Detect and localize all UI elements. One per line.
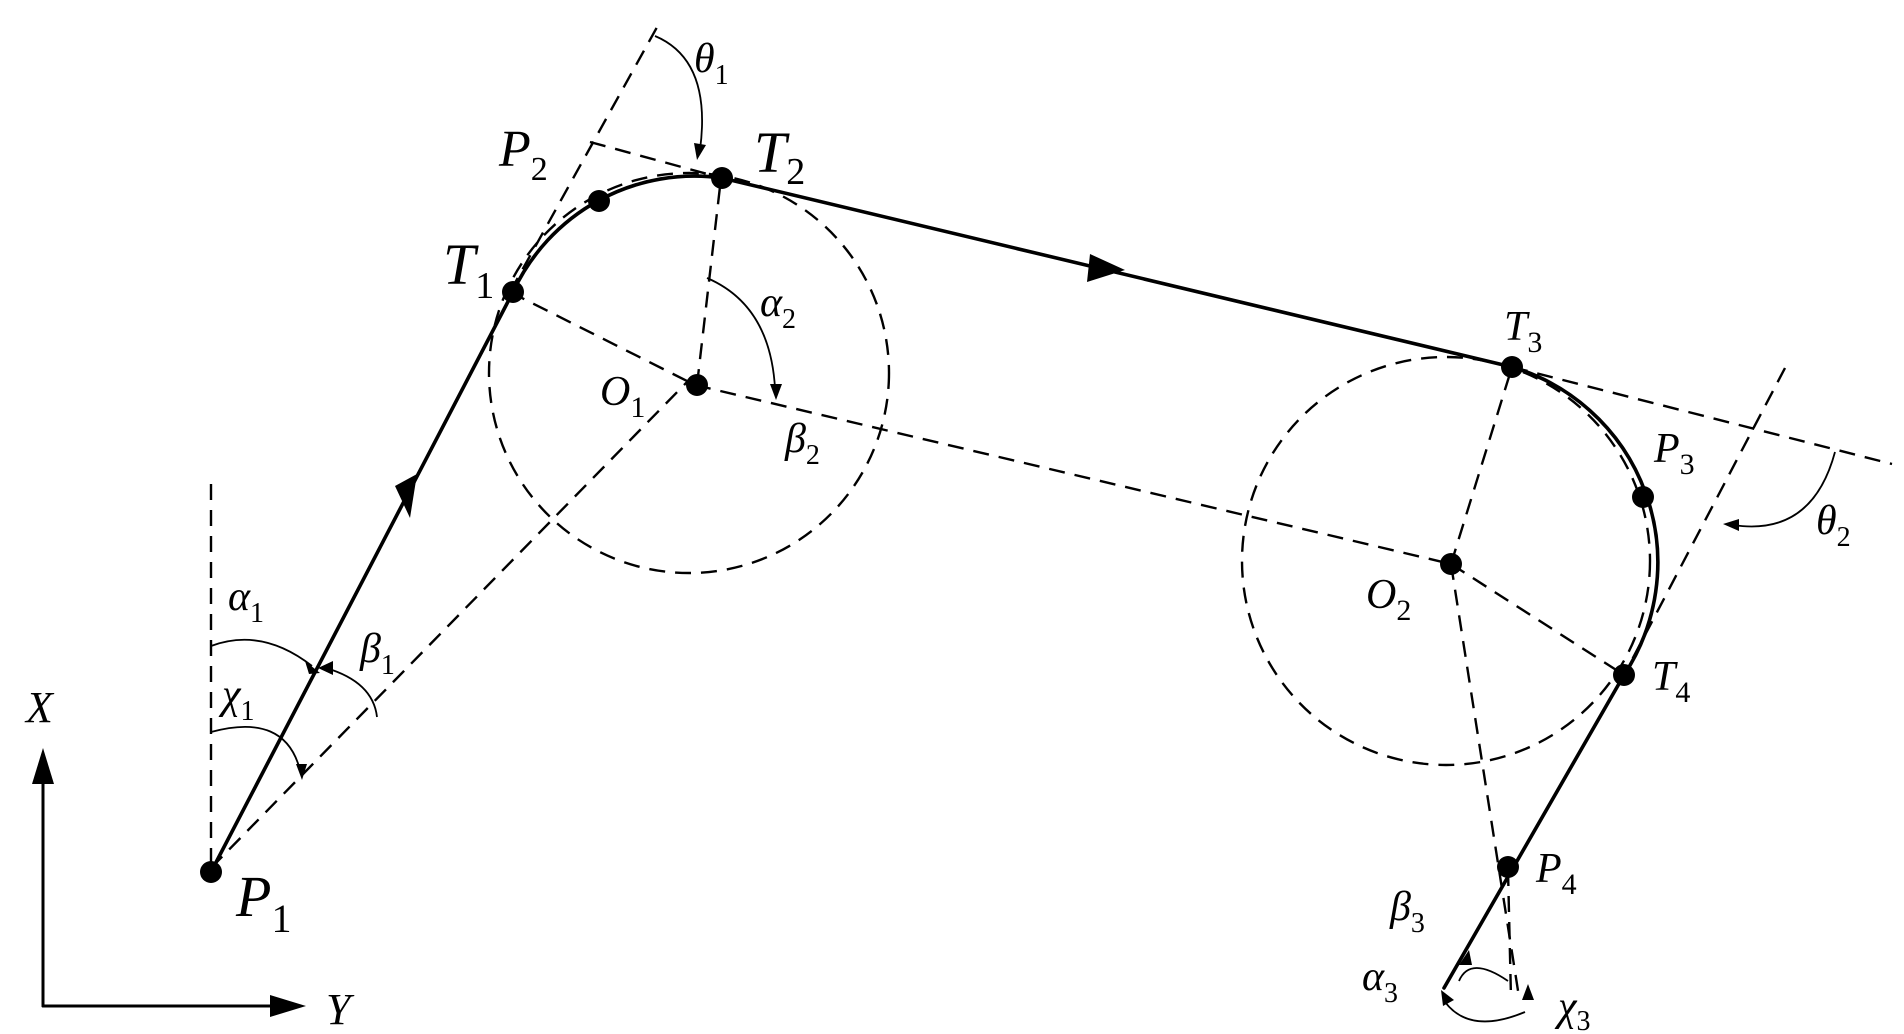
- point-t1-dot: [502, 281, 524, 303]
- point-o1-dot: [686, 374, 708, 396]
- path-direction-arrow-2: [1087, 254, 1125, 282]
- point-p4-dot: [1497, 856, 1519, 878]
- point-p2-dot: [588, 190, 610, 212]
- circle-o2: [1240, 355, 1652, 767]
- label-alpha2: α2: [760, 280, 796, 335]
- point-p3-dot: [1632, 486, 1654, 508]
- label-beta2: β2: [784, 416, 820, 471]
- point-o2-dot: [1440, 553, 1462, 575]
- label-chi3: χ3: [1554, 984, 1590, 1034]
- label-beta3: β3: [1389, 884, 1425, 939]
- label-t4: T4: [1652, 654, 1690, 709]
- point-t4-dot: [1613, 664, 1635, 686]
- label-beta1: β1: [359, 626, 395, 681]
- label-t2: T2: [754, 120, 805, 193]
- point-t2-dot: [711, 167, 733, 189]
- point-p1-dot: [200, 861, 222, 883]
- label-p1: P1: [235, 864, 291, 941]
- path-direction-arrow-1: [395, 474, 417, 518]
- label-p4: P4: [1535, 846, 1577, 901]
- label-o1: O1: [600, 369, 645, 424]
- axis-label-x: X: [24, 683, 55, 732]
- label-t3: T3: [1504, 304, 1542, 359]
- coordinate-axes: [32, 748, 306, 1017]
- point-t3-dot: [1501, 356, 1523, 378]
- dashed-construction-lines: [209, 19, 1893, 999]
- label-alpha3: α3: [1362, 954, 1398, 1009]
- axis-label-y: Y: [326, 985, 355, 1034]
- circle-o1: [487, 171, 891, 575]
- label-chi1: χ1: [218, 672, 254, 727]
- label-t1: T1: [443, 232, 494, 307]
- angle-arcs: [210, 35, 1836, 1023]
- label-theta1: θ1: [694, 36, 729, 91]
- label-alpha1: α1: [228, 574, 264, 629]
- label-o2: O2: [1366, 572, 1411, 627]
- label-p3: P3: [1653, 426, 1695, 481]
- label-theta2: θ2: [1816, 498, 1851, 553]
- label-p2: P2: [498, 121, 548, 188]
- planned-path: [209, 174, 1660, 990]
